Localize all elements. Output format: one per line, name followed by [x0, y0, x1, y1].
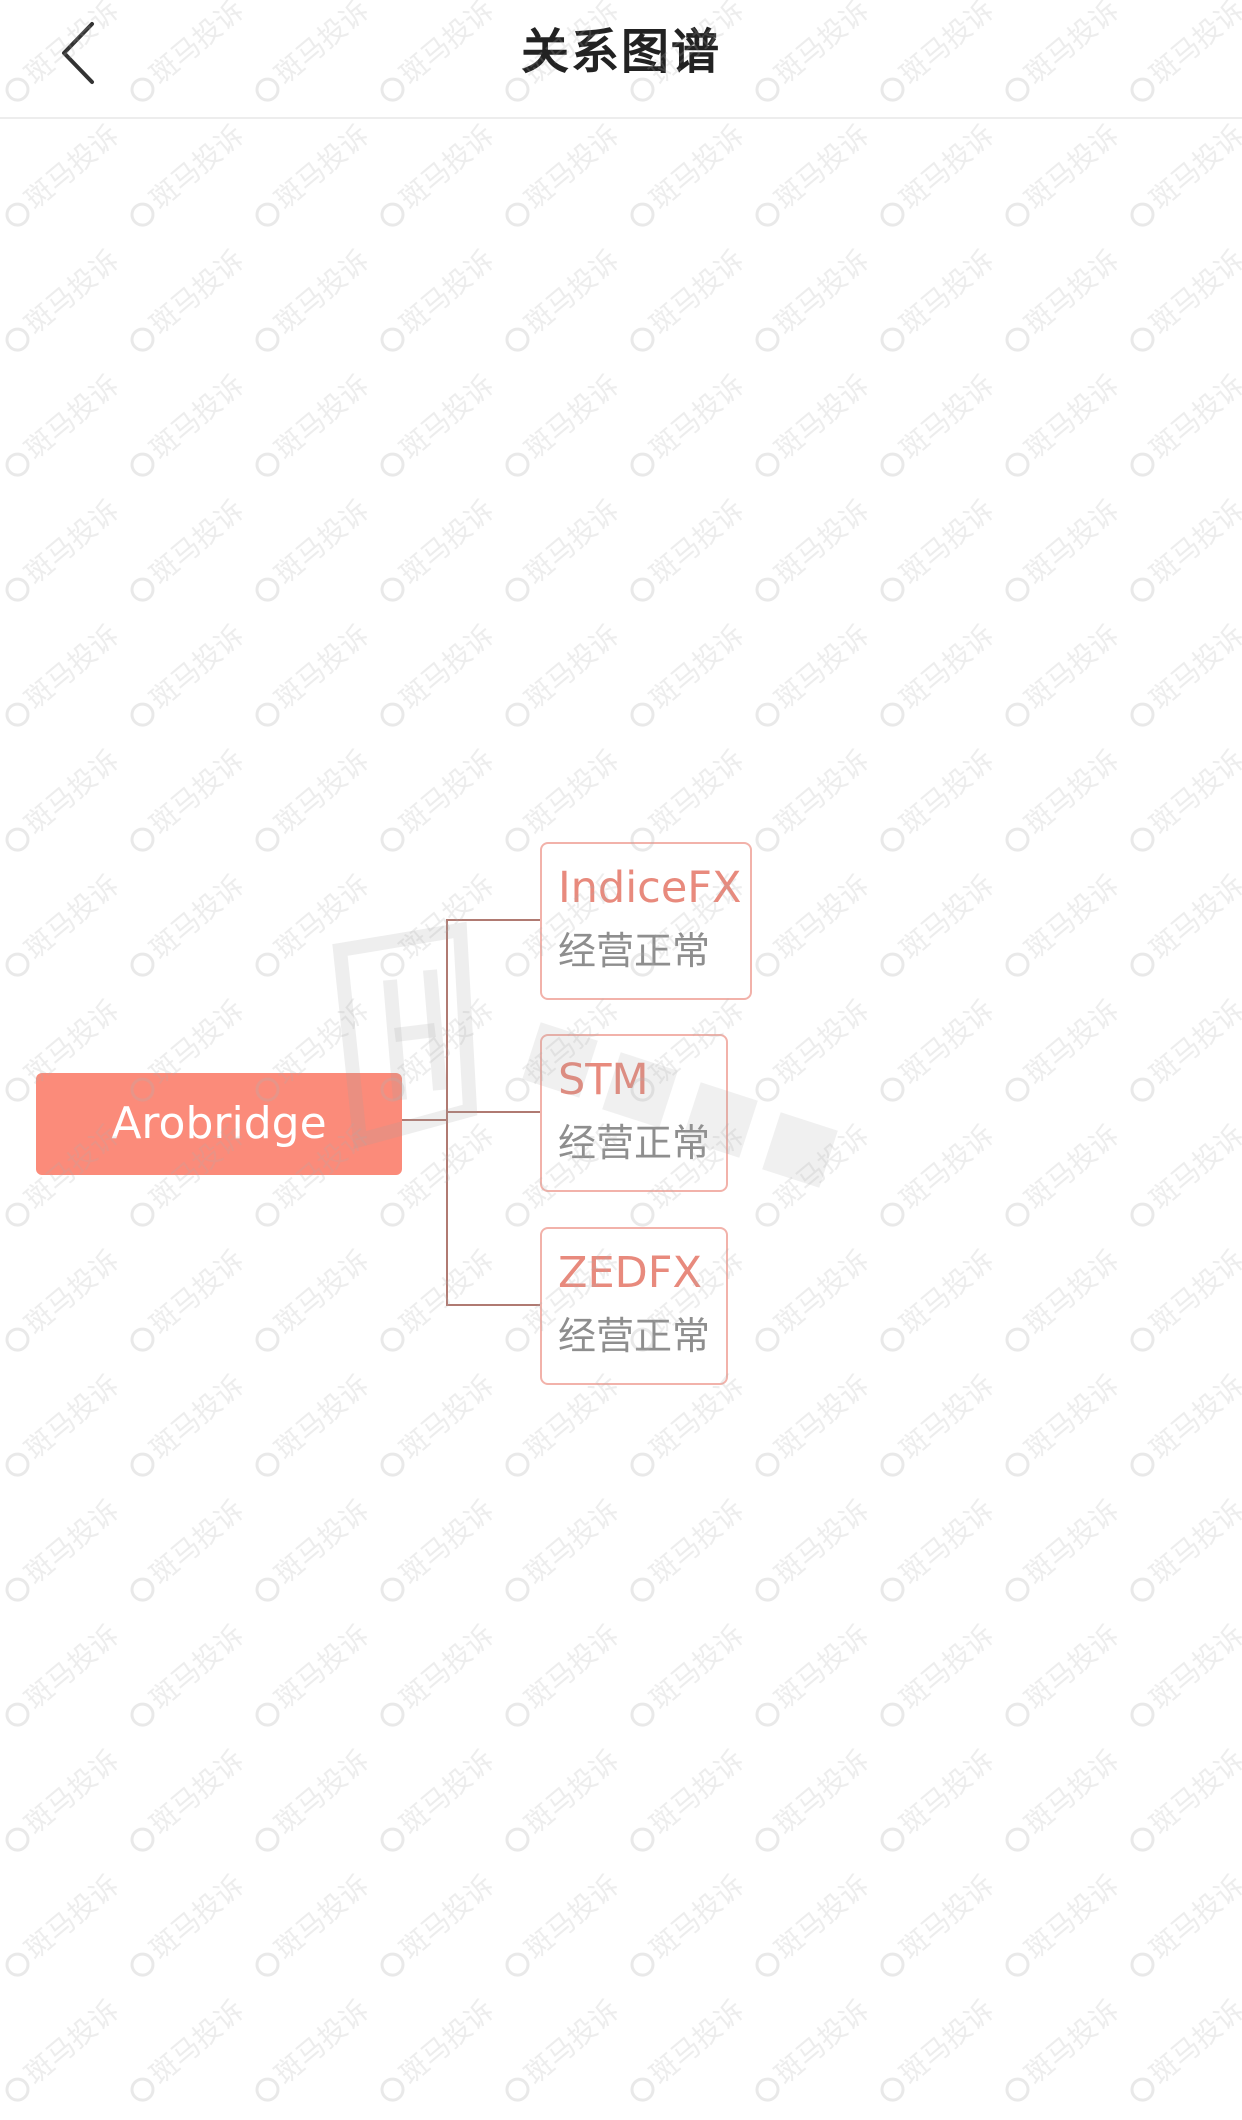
back-button[interactable] [50, 18, 110, 88]
child-company-node[interactable]: IndiceFX 经营正常 [540, 842, 752, 1000]
branch-connector-1 [446, 919, 540, 921]
child-company-status: 经营正常 [558, 929, 711, 973]
child-company-node[interactable]: ZEDFX 经营正常 [540, 1227, 728, 1385]
root-connector [402, 1119, 448, 1121]
branch-connector-3 [446, 1304, 540, 1306]
child-company-status: 经营正常 [558, 1121, 711, 1165]
child-company-name: STM [558, 1055, 649, 1105]
branch-connector-2 [446, 1111, 540, 1113]
root-company-node[interactable]: Arobridge [36, 1073, 402, 1175]
child-company-node[interactable]: STM 经营正常 [540, 1034, 728, 1192]
root-company-label: Arobridge [111, 1098, 327, 1149]
top-nav-bar: 关系图谱 [0, 0, 1242, 119]
page-title: 关系图谱 [520, 24, 721, 80]
relationship-diagram: Arobridge IndiceFX 经营正常 STM 经营正常 ZEDFX 经… [0, 118, 1242, 2120]
chevron-left-icon [62, 22, 94, 84]
child-company-status: 经营正常 [558, 1314, 711, 1358]
child-company-name: IndiceFX [558, 863, 742, 913]
child-company-name: ZEDFX [558, 1248, 702, 1298]
